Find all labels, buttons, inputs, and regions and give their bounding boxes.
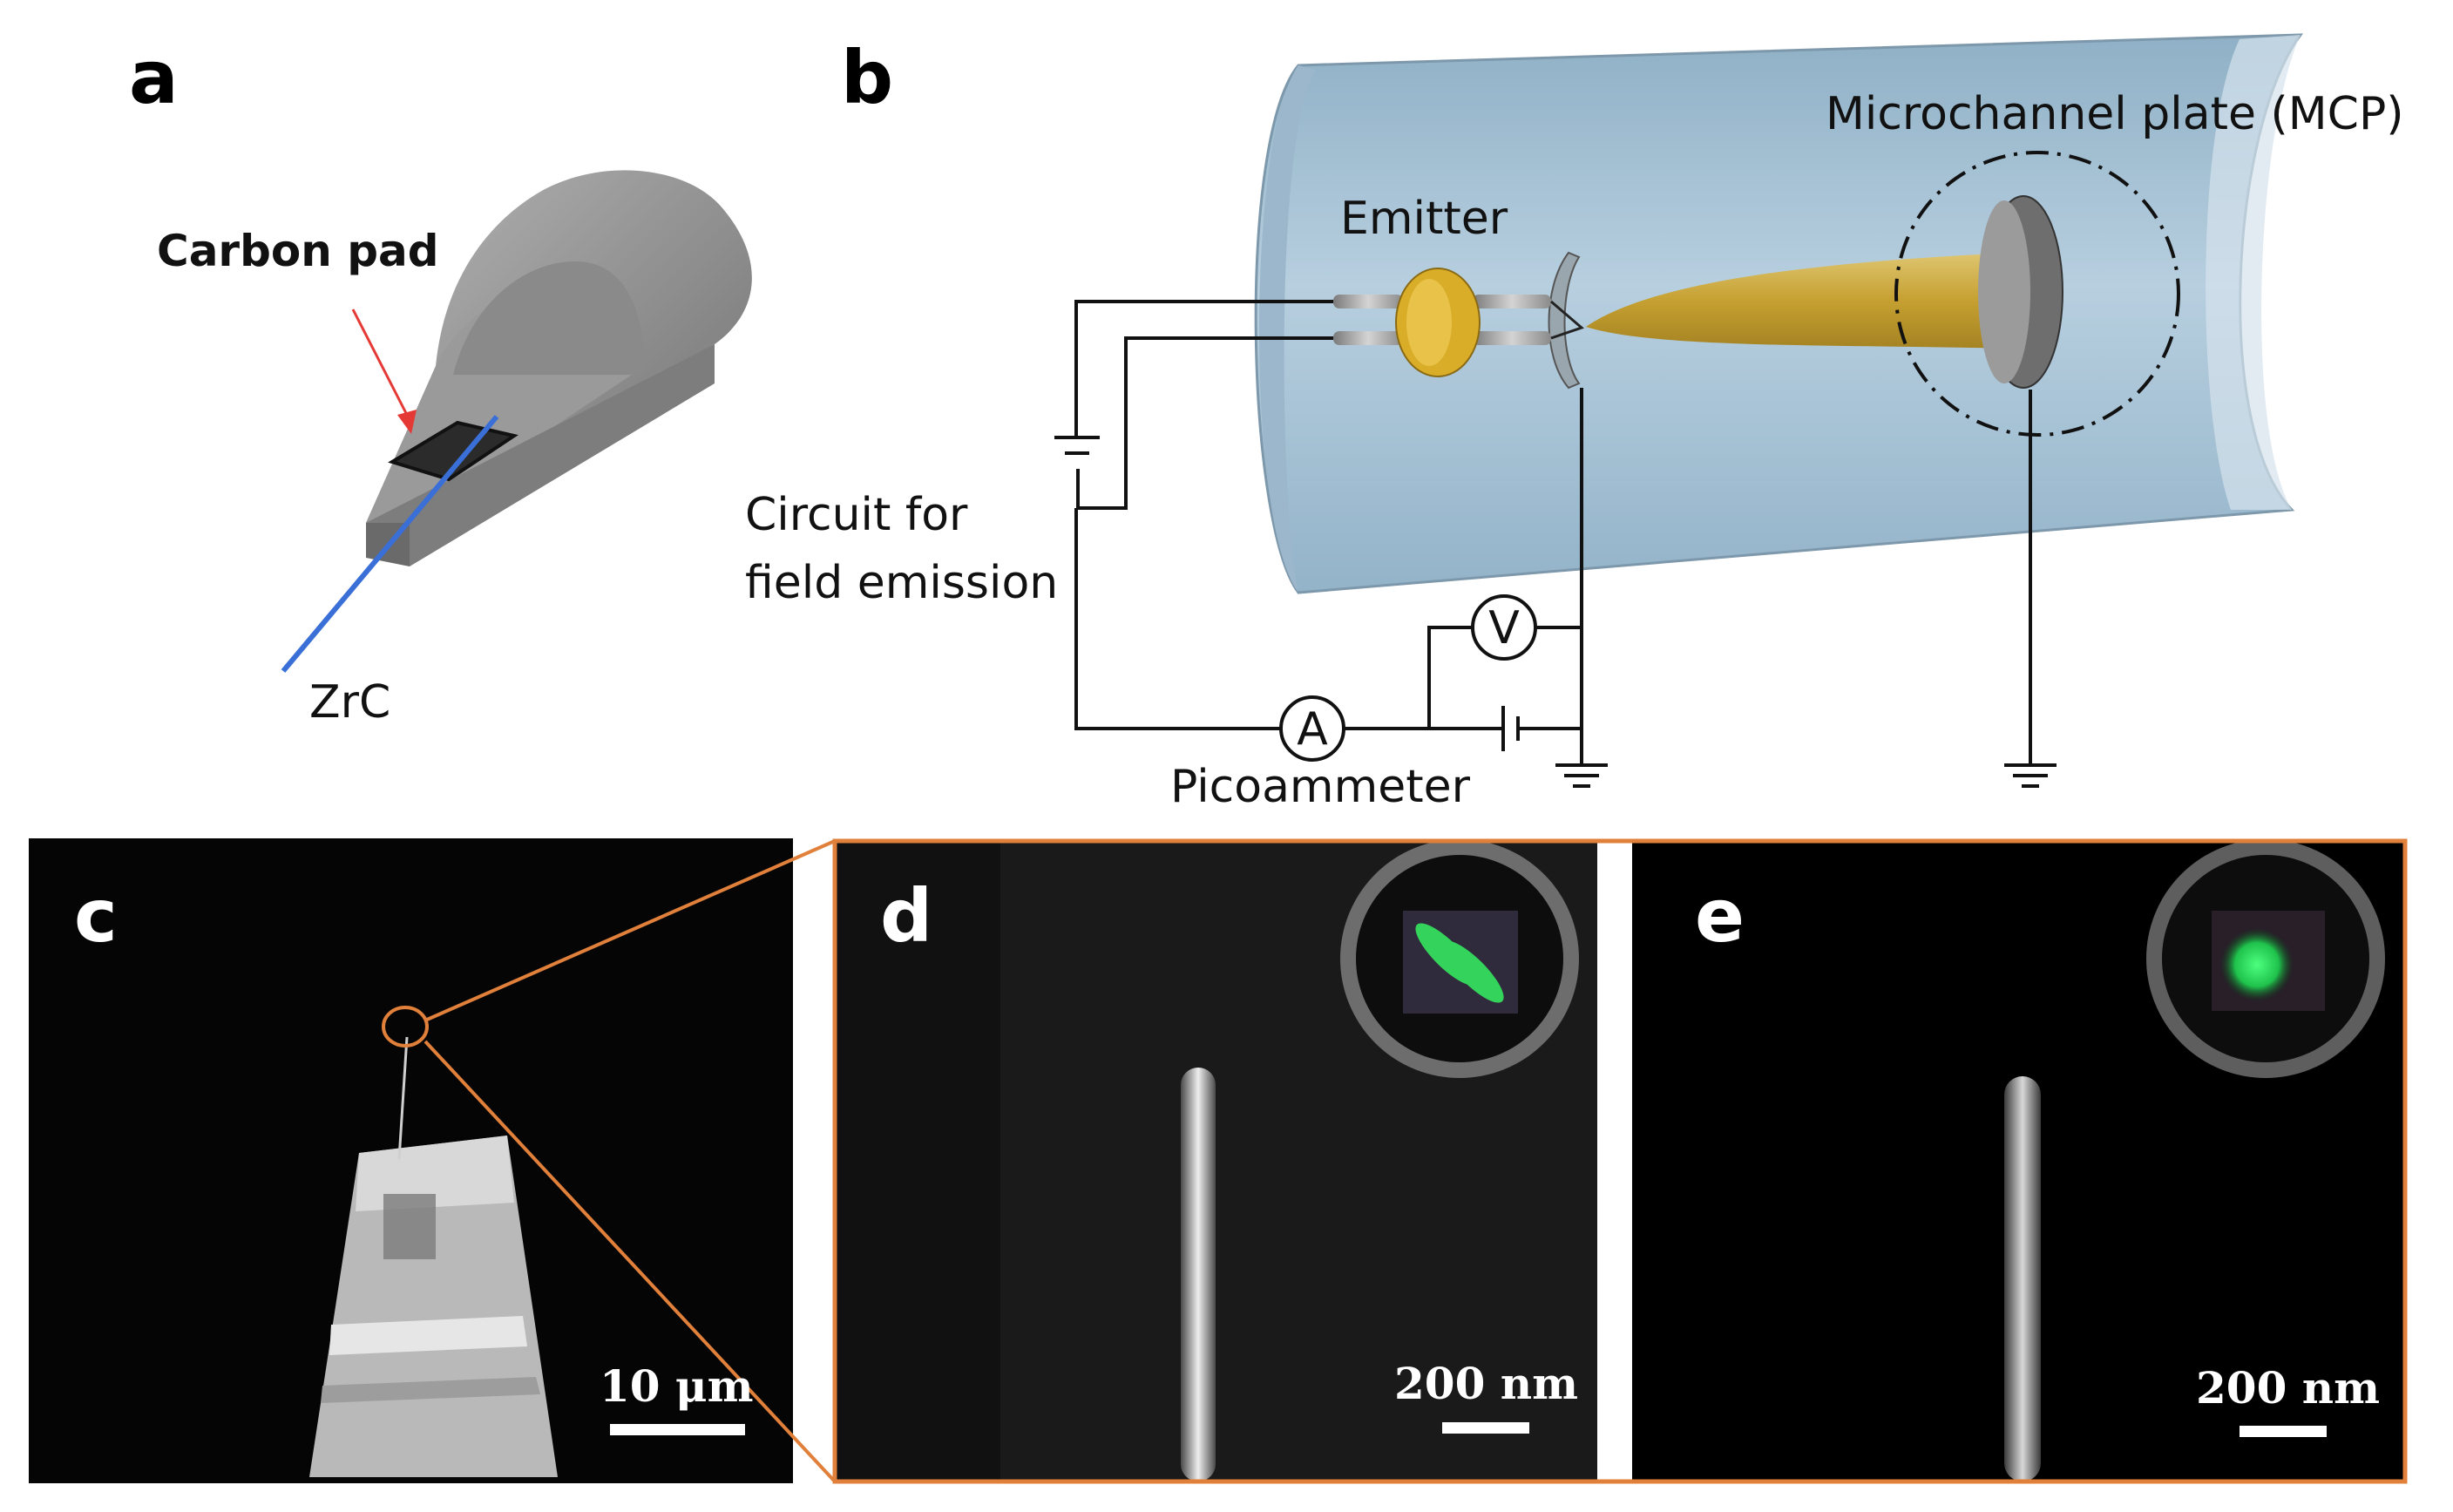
tip-holder-micrograph <box>309 1036 558 1477</box>
picoammeter-label: Picoammeter <box>1170 761 1471 813</box>
panel-a-letter: a <box>129 35 179 120</box>
panel-e-letter: e <box>1695 873 1745 959</box>
mcp-highlight-circle <box>1894 151 2180 437</box>
mcp-label: Microchannel plate (MCP) <box>1826 88 2404 140</box>
nanowire-tip-d <box>1181 1068 1216 1481</box>
panel-b-letter: b <box>841 35 893 120</box>
picoammeter: A <box>1279 695 1345 762</box>
panel-d-letter: d <box>880 873 932 959</box>
panel-e-scale-bar <box>2240 1426 2327 1437</box>
zoom-line-top <box>426 839 836 1021</box>
emitter-assembly <box>1333 268 1584 377</box>
zoom-line-bottom <box>424 1040 837 1483</box>
zrc-label: ZrC <box>309 676 390 729</box>
panel-c-letter: c <box>74 873 118 959</box>
panel-d: d 200 nm <box>835 839 1597 1481</box>
carbon-pad-label: Carbon pad <box>157 226 439 276</box>
voltmeter: V <box>1471 594 1537 661</box>
zoom-frame <box>832 838 2408 1484</box>
panel-d-edge-shade <box>835 841 1000 1481</box>
panel-c-scale-label: 10 μm <box>600 1360 754 1412</box>
emission-pattern-inset-e <box>2146 839 2385 1078</box>
voltmeter-symbol: V <box>1488 602 1520 654</box>
panel-separator <box>1597 841 1632 1481</box>
carbon-pad <box>388 420 518 482</box>
nanowire-tip-e <box>2004 1076 2041 1481</box>
ground-symbol-left <box>1555 763 1608 788</box>
carbon-pad-arrow <box>351 309 410 417</box>
circuit-label-line2: field emission <box>745 557 1058 609</box>
panel-e-scale-label: 200 nm <box>2196 1362 2380 1414</box>
panel-c: c 10 μm <box>29 838 837 1483</box>
arrow-head <box>397 410 417 434</box>
emission-pattern-inset-d <box>1340 839 1579 1078</box>
zrc-wire <box>281 415 499 673</box>
panel-c-scale-bar <box>610 1424 745 1435</box>
panel-d-scale-label: 200 nm <box>1394 1358 1578 1409</box>
zoom-region-marker <box>382 1006 429 1048</box>
circuit-label-line1: Circuit for <box>745 489 968 541</box>
electron-beam <box>1586 253 2013 349</box>
extractor-electrode <box>1548 251 1581 390</box>
panel-b: b <box>745 33 2404 813</box>
ground-symbol-right <box>2004 763 2057 788</box>
mcp-detector <box>1894 151 2180 437</box>
emitter-label: Emitter <box>1340 193 1508 245</box>
panel-a: a Carbon pad ZrC <box>129 35 752 729</box>
panel-e: e 200 nm <box>1632 839 2405 1481</box>
field-emission-circuit <box>1054 300 2032 765</box>
ammeter-symbol: A <box>1297 703 1328 756</box>
panel-d-scale-bar <box>1442 1422 1529 1434</box>
